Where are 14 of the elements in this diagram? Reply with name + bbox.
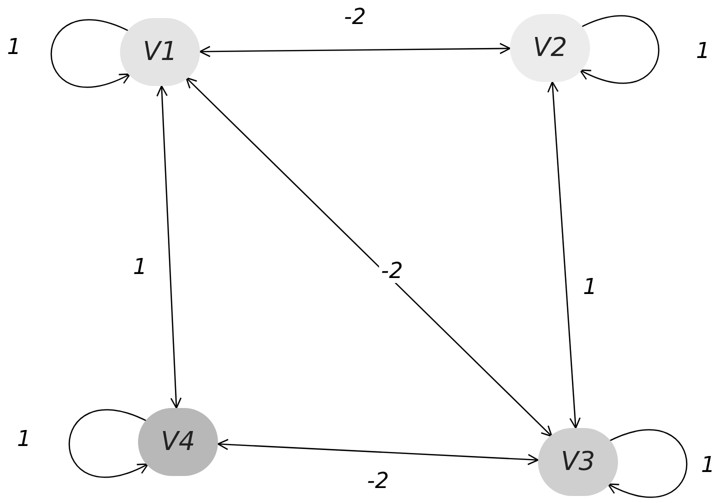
arrow xyxy=(217,438,539,466)
arrow xyxy=(186,77,552,437)
arrow xyxy=(156,85,182,409)
edge-label: -2 xyxy=(379,261,405,283)
arrow xyxy=(50,19,131,88)
vertex-label: V1 xyxy=(142,39,178,65)
arrow xyxy=(68,409,149,478)
arrow xyxy=(607,429,688,498)
vertex-label: V4 xyxy=(160,429,196,455)
arrow xyxy=(547,81,581,429)
arrow xyxy=(579,15,660,84)
arrow xyxy=(199,42,511,58)
vertex-label: V3 xyxy=(560,449,596,475)
vertex-label: V2 xyxy=(532,35,568,61)
